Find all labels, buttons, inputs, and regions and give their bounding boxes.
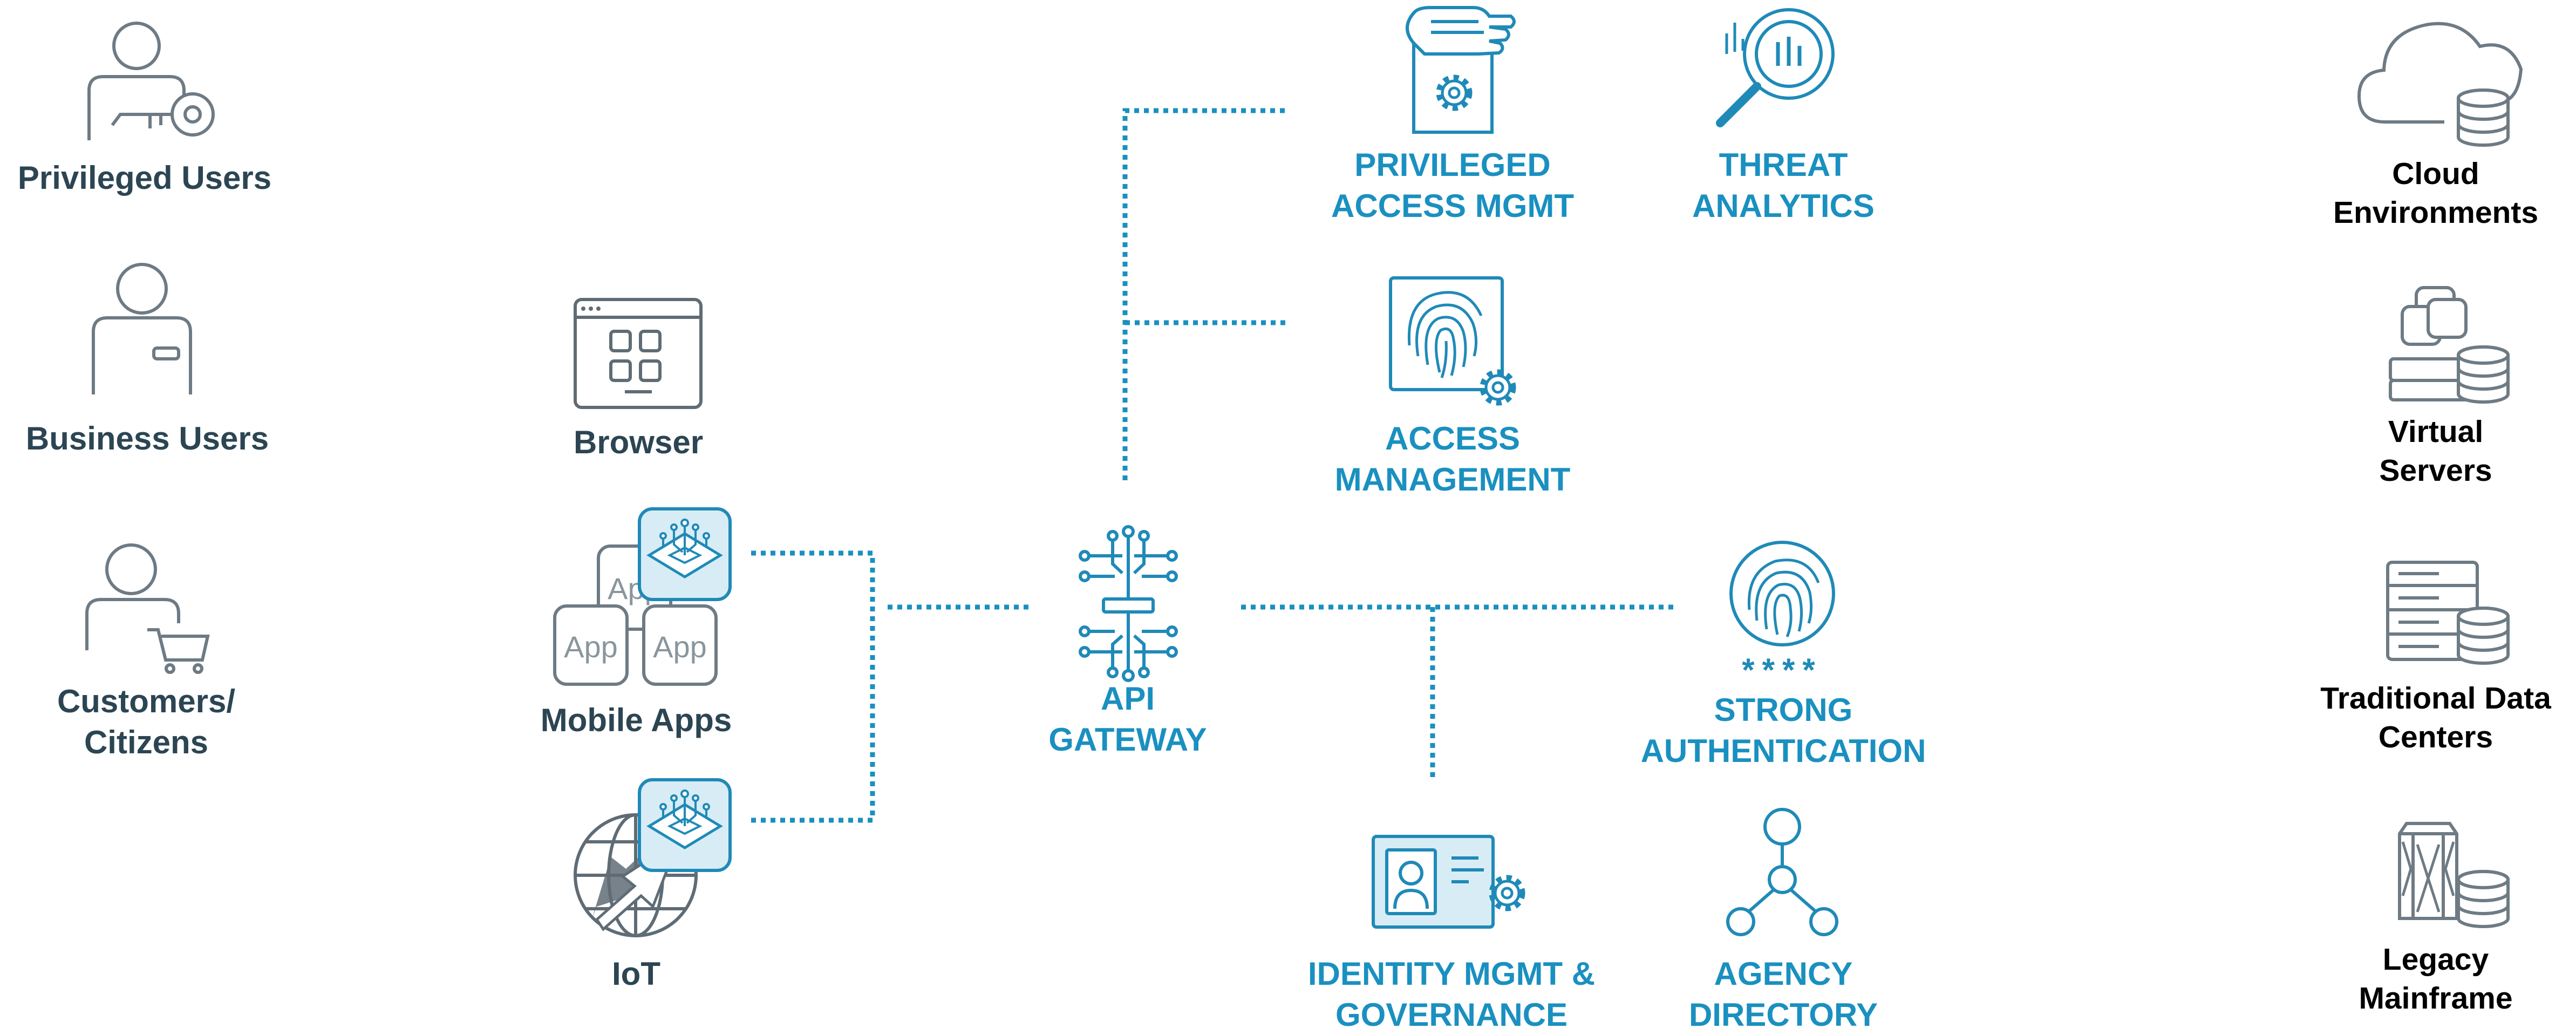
- label-strong-authentication: STRONG AUTHENTICATION: [1613, 690, 1953, 771]
- mobile-apps-icon: App App App: [553, 509, 730, 686]
- label-line: THREAT: [1719, 147, 1848, 183]
- app-tile-label: App: [564, 630, 618, 664]
- label-threat-analytics: THREAT ANALYTICS: [1648, 145, 1918, 226]
- api-badge-icon: [639, 509, 730, 600]
- fingerprint-password-icon: [1729, 541, 1835, 646]
- api-badge-icon: [639, 780, 730, 870]
- connector-gateway-to-pam: [1122, 108, 1287, 480]
- label-line: Privileged Users: [17, 160, 272, 196]
- label-privileged-users: Privileged Users: [0, 158, 289, 199]
- connector-lines: [751, 108, 1675, 823]
- browser-dots: [581, 307, 601, 311]
- label-line: Centers: [2378, 719, 2493, 754]
- circuit-chip-icon: [1079, 525, 1178, 682]
- label-business-users: Business Users: [0, 418, 295, 459]
- label-line: Virtual: [2388, 414, 2484, 449]
- label-agency-directory: AGENCY DIRECTORY: [1648, 954, 1918, 1035]
- connector-mobile-to-gateway: [751, 550, 875, 823]
- label-line: Business Users: [25, 420, 269, 457]
- label-line: Traditional Data: [2320, 681, 2551, 716]
- label-line: ACCESS MGMT: [1331, 187, 1574, 224]
- label-line: GOVERNANCE: [1335, 996, 1568, 1033]
- label-line: Servers: [2379, 453, 2492, 488]
- label-line: Mainframe: [2359, 980, 2513, 1016]
- user-with-key-icon: [87, 22, 215, 140]
- globe-iot-icon: [574, 780, 730, 937]
- app-tile-label: App: [653, 630, 707, 664]
- magnifier-chart-icon: [1716, 8, 1835, 127]
- browser-window-icon: [574, 298, 703, 409]
- user-with-cart-icon: [85, 543, 210, 674]
- server-rack-icon: [2386, 561, 2508, 663]
- id-card-gear-icon: [1372, 835, 1521, 929]
- label-line: ANALYTICS: [1692, 187, 1875, 224]
- label-privileged-access-mgmt: PRIVILEGED ACCESS MGMT: [1291, 145, 1614, 226]
- label-line: API: [1100, 680, 1155, 717]
- label-traditional-data-centers: Traditional Data Centers: [2295, 679, 2576, 757]
- label-virtual-servers: Virtual Servers: [2295, 413, 2576, 491]
- label-line: PRIVILEGED: [1354, 147, 1551, 183]
- label-iot: IoT: [528, 954, 744, 995]
- user-with-badge-icon: [92, 263, 192, 394]
- password-mask-text: ****: [1742, 652, 1822, 688]
- label-line: MANAGEMENT: [1334, 461, 1571, 498]
- label-line: Cloud: [2392, 156, 2479, 191]
- label-legacy-mainframe: Legacy Mainframe: [2295, 941, 2576, 1018]
- label-line: AUTHENTICATION: [1640, 732, 1926, 769]
- label-cloud-environments: Cloud Environments: [2295, 155, 2576, 233]
- label-line: IoT: [612, 956, 660, 992]
- label-line: DIRECTORY: [1688, 996, 1878, 1033]
- label-line: Customers/: [57, 683, 236, 719]
- label-line: Legacy: [2382, 942, 2489, 977]
- label-line: GATEWAY: [1048, 721, 1207, 758]
- label-identity-governance: IDENTITY MGMT & GOVERNANCE: [1263, 954, 1640, 1035]
- label-line: AGENCY: [1714, 956, 1853, 992]
- fingerprint-gear-icon: [1389, 276, 1512, 401]
- label-line: ACCESS: [1385, 420, 1521, 457]
- label-access-management: ACCESS MANAGEMENT: [1291, 418, 1614, 500]
- label-line: Browser: [573, 424, 704, 460]
- hierarchy-nodes-icon: [1726, 808, 1838, 936]
- label-line: Mobile Apps: [540, 702, 732, 738]
- label-mobile-apps: Mobile Apps: [528, 700, 744, 741]
- label-browser: Browser: [530, 422, 746, 463]
- label-line: IDENTITY MGMT &: [1307, 956, 1596, 992]
- label-line: Citizens: [84, 724, 209, 760]
- label-line: Environments: [2333, 195, 2539, 230]
- hand-document-gear-icon: [1406, 6, 1516, 134]
- virtual-server-icon: [2389, 286, 2508, 402]
- label-api-gateway: API GATEWAY: [1014, 678, 1241, 760]
- cloud-database-icon: [2357, 22, 2523, 145]
- mainframe-icon: [2398, 822, 2508, 927]
- label-customers-citizens: Customers/ Citizens: [0, 681, 292, 762]
- label-line: STRONG: [1714, 692, 1853, 728]
